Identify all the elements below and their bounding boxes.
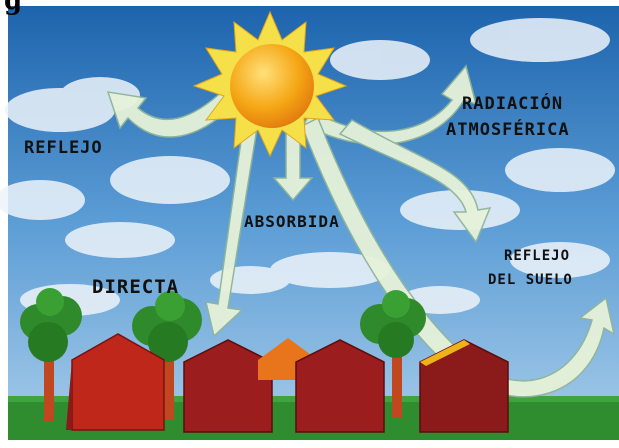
label-reflejo-suelo-line1: REFLEJO [504, 248, 571, 264]
arrow-reflejo [106, 86, 240, 138]
house-1 [66, 333, 165, 431]
house-4 [295, 339, 385, 433]
label-directa: DIRECTA [92, 276, 180, 298]
label-radiacion-line1: RADIACIÓN [462, 94, 564, 114]
label-radiacion-line2: ATMOSFÉRICA [446, 120, 570, 140]
house-5 [419, 339, 509, 433]
tree-right [360, 290, 426, 418]
arrow-reflejo-suelo-branch [338, 119, 492, 244]
house-2 [183, 339, 273, 433]
arrow-directa [205, 119, 259, 338]
clouds [0, 18, 615, 316]
sun-icon [192, 10, 348, 158]
cropped-header-text: g [4, 0, 23, 16]
label-absorbida: ABSORBIDA [244, 212, 340, 231]
arrow-long-arc [301, 116, 616, 398]
tree-middle [132, 291, 202, 420]
label-reflejo: REFLEJO [24, 138, 103, 158]
tree-left [20, 288, 82, 422]
radiation-arrows [106, 64, 616, 398]
label-reflejo-suelo-line2: DEL SUELO [488, 272, 573, 288]
